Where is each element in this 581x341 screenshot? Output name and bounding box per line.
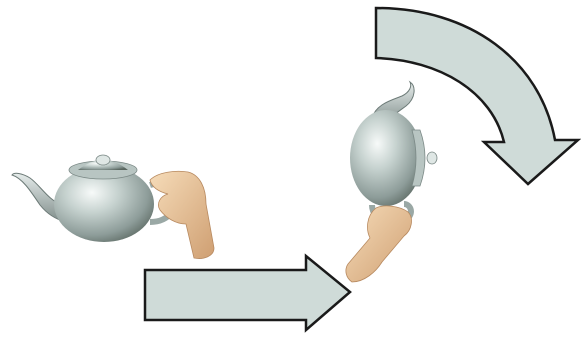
teapot-spout — [11, 172, 67, 223]
hand-below-holding-handle — [345, 205, 412, 283]
teapot-body-rotated — [350, 110, 422, 206]
teapot-rotated-spout-up — [345, 80, 438, 283]
teapot-knob — [95, 154, 111, 166]
teapot-knob-rotated — [426, 151, 438, 165]
teapot-body — [54, 166, 154, 242]
teapot-held-upright — [11, 154, 215, 259]
curved-arrow-clockwise — [374, 6, 581, 186]
straight-arrow-right — [143, 253, 352, 333]
right-hand-on-handle — [149, 170, 215, 259]
